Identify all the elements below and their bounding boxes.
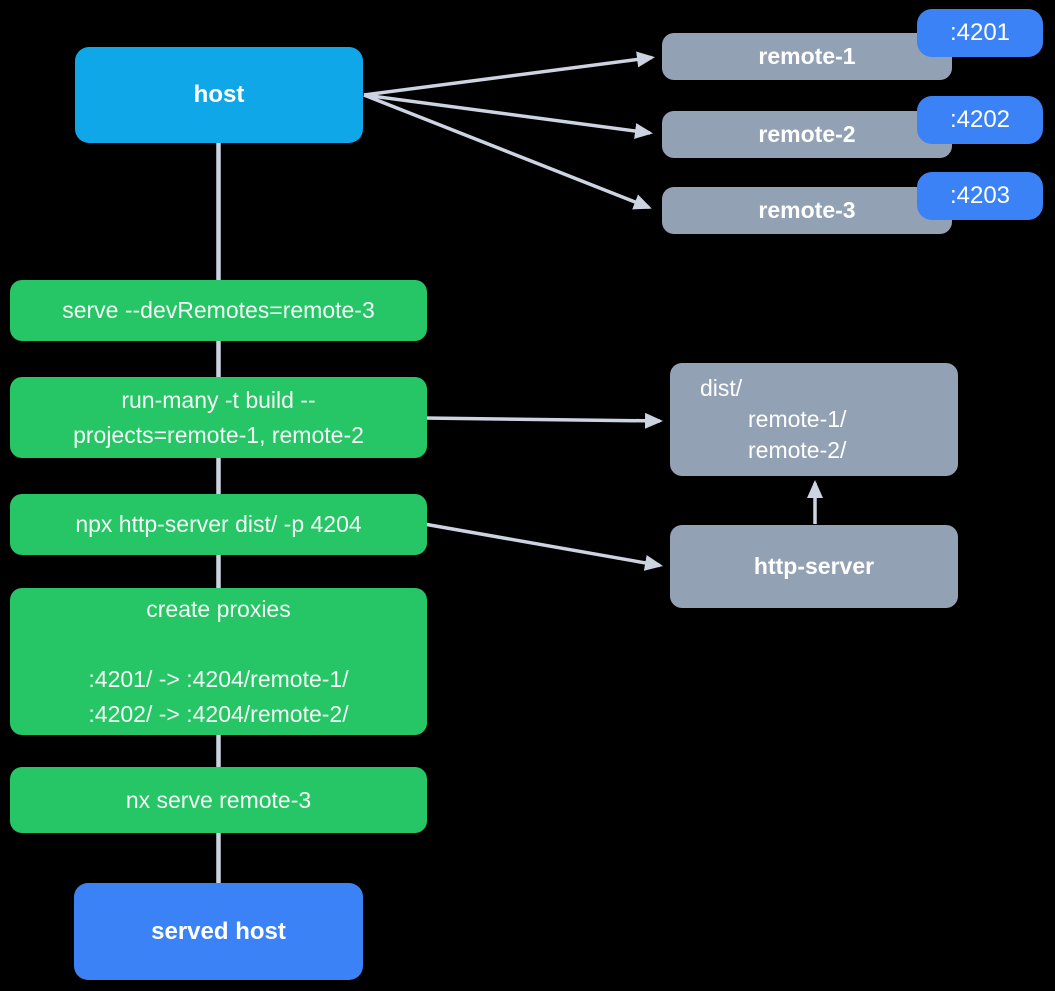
command-text: npx http-server dist/ -p 4204	[75, 511, 362, 537]
command-text: serve --devRemotes=remote-3	[62, 297, 375, 323]
arrow-host-to-remote-2	[363, 93, 653, 139]
command-text: run-many -t build --	[121, 386, 316, 413]
host-label: host	[193, 81, 245, 108]
port-badge-4201: :4201	[917, 9, 1043, 57]
remote-2-label: remote-2	[758, 121, 856, 147]
command-text: nx serve remote-3	[125, 786, 312, 813]
command-run-many-build: run-many -t build -- projects=remote-1, …	[10, 377, 427, 458]
dist-remote-2-label: remote-2/	[748, 437, 847, 463]
command-text: create proxies	[146, 595, 291, 622]
remote-3-node: remote-3	[662, 187, 952, 234]
command-nx-serve-remote-3: nx serve remote-3	[10, 767, 427, 833]
port-badge-4201-label: :4201	[949, 19, 1011, 46]
arrow-run-many-to-dist	[423, 412, 663, 429]
http-server-node: http-server	[670, 525, 958, 608]
port-badge-4202-label: :4202	[949, 106, 1011, 133]
remote-3-label: remote-3	[758, 197, 856, 223]
command-npx-http-server: npx http-server dist/ -p 4204	[10, 494, 427, 555]
arrow-npx-http-server-to-http-server	[423, 522, 663, 571]
http-server-label: http-server	[753, 553, 875, 579]
served-host-label: served host	[151, 917, 286, 945]
command-text: projects=remote-1, remote-2	[73, 421, 364, 448]
command-text: :4202/ -> :4204/remote-2/	[88, 700, 349, 727]
arrow-run-many-origin-host-to-remote-3	[363, 93, 652, 210]
remote-1-node: remote-1	[662, 33, 952, 80]
dist-root-label: dist/	[700, 375, 743, 401]
dist-remote-1-label: remote-1/	[748, 406, 847, 432]
dist-folder-node: dist/ remote-1/ remote-2/	[670, 363, 958, 476]
port-badge-4203: :4203	[917, 172, 1043, 220]
command-serve-devremotes: serve --devRemotes=remote-3	[10, 280, 427, 341]
remote-1-label: remote-1	[758, 43, 856, 69]
remote-2-node: remote-2	[662, 111, 952, 158]
arrow-host-to-remote-1	[363, 51, 655, 97]
served-host-node: served host	[74, 883, 363, 980]
command-create-proxies: create proxies :4201/ -> :4204/remote-1/…	[10, 588, 427, 735]
host-node: host	[75, 47, 363, 143]
port-badge-4202: :4202	[917, 96, 1043, 144]
command-text: :4201/ -> :4204/remote-1/	[88, 665, 349, 692]
port-badge-4203-label: :4203	[949, 182, 1011, 209]
